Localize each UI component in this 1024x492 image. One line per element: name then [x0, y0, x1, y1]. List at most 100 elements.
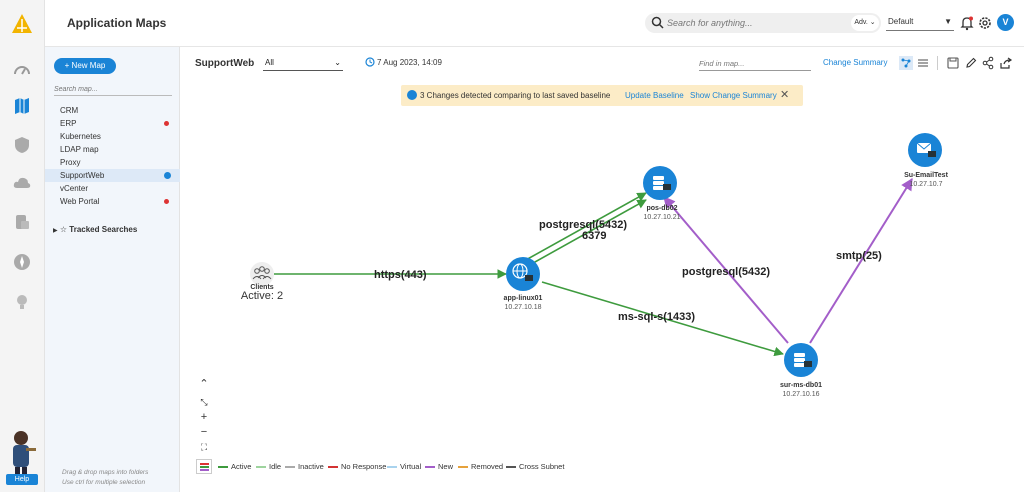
- update-baseline-link[interactable]: Update Baseline: [625, 91, 684, 100]
- settings-gear-icon[interactable]: [977, 15, 993, 31]
- share-icon[interactable]: [981, 56, 995, 70]
- edge-label: https(443): [374, 269, 427, 281]
- map-header: SupportWeb All ⌄ 7 Aug 2023, 14:09 Chang…: [180, 47, 1024, 79]
- legend-swatch: [506, 466, 516, 468]
- tracked-searches-toggle[interactable]: ▶ ☆ Tracked Searches: [53, 225, 137, 234]
- edge-label: ms-sql-s(1433): [618, 311, 695, 323]
- sidebar-map-item[interactable]: Kubernetes: [45, 130, 180, 143]
- legend-swatch: [387, 466, 397, 468]
- save-icon[interactable]: [946, 56, 960, 70]
- node-label: sur-ms-db01: [780, 382, 822, 389]
- profile-select-value: Default: [888, 17, 914, 26]
- node-label: pos-db02: [646, 205, 677, 212]
- node-pos-db02[interactable]: [643, 166, 677, 200]
- edge-app-pos-postgresql[interactable]: [523, 192, 647, 262]
- notification-bell-icon[interactable]: [959, 15, 975, 31]
- topology-view-icon[interactable]: [899, 56, 913, 70]
- map-timestamp[interactable]: 7 Aug 2023, 14:09: [365, 57, 442, 67]
- advanced-search-button[interactable]: Adv. ⌄: [851, 15, 879, 31]
- legend-label: Active: [231, 462, 252, 471]
- node-label: app-linux01: [504, 295, 543, 302]
- dashboard-gauge-icon[interactable]: [12, 60, 32, 80]
- node-clients[interactable]: [250, 262, 274, 286]
- banner-text: 3 Changes detected comparing to last sav…: [420, 91, 611, 100]
- cloud-icon[interactable]: [12, 173, 32, 193]
- legend-item[interactable]: New: [425, 462, 454, 471]
- list-view-icon[interactable]: [916, 56, 930, 70]
- sidebar-map-label: ERP: [60, 119, 77, 128]
- legend-item[interactable]: Active: [218, 462, 252, 471]
- help-assistant[interactable]: Help: [4, 428, 40, 488]
- new-map-button[interactable]: + New Map: [54, 58, 116, 74]
- sidebar-map-item[interactable]: ERP: [45, 117, 180, 130]
- legend-label: New: [438, 462, 454, 471]
- star-icon: ☆: [59, 225, 68, 234]
- top-bar: Application Maps Adv. ⌄ Default ▼ V: [45, 0, 1024, 47]
- edge-app-pos-6379[interactable]: [525, 199, 647, 268]
- edit-pencil-icon[interactable]: [964, 56, 978, 70]
- zoom-out-icon[interactable]: −: [200, 426, 208, 438]
- export-icon[interactable]: [999, 56, 1013, 70]
- change-summary-link[interactable]: Change Summary: [823, 58, 888, 67]
- zoom-in-icon[interactable]: +: [200, 411, 208, 423]
- sidebar-map-item[interactable]: Proxy: [45, 156, 180, 169]
- node-sublabel: Active: 2: [241, 290, 283, 302]
- fit-to-screen-icon[interactable]: ⤡: [200, 397, 208, 407]
- collapse-up-icon[interactable]: ⌃: [199, 378, 209, 390]
- sidebar-map-item[interactable]: vCenter: [45, 182, 180, 195]
- search-icon: [651, 16, 664, 29]
- global-search[interactable]: Adv. ⌄: [645, 13, 881, 33]
- node-ip: 10.27.10.16: [783, 391, 820, 398]
- node-sur-ms-db01[interactable]: [784, 343, 818, 377]
- fullscreen-icon[interactable]: ⛶: [200, 442, 208, 452]
- maps-icon[interactable]: [12, 96, 32, 116]
- show-change-summary-link[interactable]: Show Change Summary: [690, 91, 777, 100]
- close-icon[interactable]: ✕: [780, 89, 790, 101]
- legend-label: Idle: [269, 462, 282, 471]
- legend-item[interactable]: Cross Subnet: [506, 462, 564, 471]
- legend-item[interactable]: Inactive: [285, 462, 324, 471]
- drag-drop-hint: Drag & drop maps into folders Use ctrl f…: [62, 468, 172, 488]
- search-input[interactable]: [667, 15, 837, 31]
- edge-sur-email[interactable]: [809, 177, 913, 344]
- sidebar-map-item[interactable]: LDAP map: [45, 143, 180, 156]
- database-icon[interactable]: [12, 212, 32, 232]
- change-banner: 3 Changes detected comparing to last sav…: [401, 85, 803, 106]
- legend-toggle-icon[interactable]: [196, 459, 212, 474]
- user-avatar[interactable]: V: [997, 14, 1014, 31]
- shield-icon[interactable]: [12, 135, 32, 155]
- node-ip: 10.27.10.18: [505, 304, 542, 311]
- legend-item[interactable]: No Response: [328, 462, 386, 471]
- compass-icon[interactable]: [12, 252, 32, 272]
- legend-item[interactable]: Virtual: [387, 462, 421, 471]
- status-dot-icon: [164, 199, 169, 204]
- legend-swatch: [328, 466, 338, 468]
- sidebar-map-item[interactable]: SupportWeb: [45, 169, 180, 182]
- clock-icon: [365, 57, 375, 67]
- lightbulb-icon[interactable]: [12, 292, 32, 312]
- legend-swatch: [458, 466, 468, 468]
- page-title: Application Maps: [67, 16, 167, 30]
- edge-app-sur[interactable]: [541, 281, 784, 357]
- node-app-linux01[interactable]: [506, 257, 540, 291]
- profile-select[interactable]: Default ▼: [886, 15, 954, 31]
- map-canvas[interactable]: https(443) postgresql(5432) 6379 ms-sql-…: [180, 79, 1024, 459]
- legend-item[interactable]: Idle: [256, 462, 282, 471]
- map-filter-select[interactable]: All ⌄: [263, 57, 343, 71]
- legend-swatch: [285, 466, 295, 468]
- sidebar-map-label: vCenter: [60, 184, 89, 193]
- sidebar-map-label: LDAP map: [60, 145, 99, 154]
- help-label[interactable]: Help: [6, 474, 38, 485]
- sidebar-map-label: Web Portal: [60, 197, 100, 206]
- nav-rail: Help: [0, 0, 45, 492]
- app-logo-icon[interactable]: [11, 13, 33, 35]
- node-su-emailtest[interactable]: [908, 133, 942, 167]
- find-in-map-input[interactable]: [699, 57, 811, 71]
- sidebar-map-item[interactable]: CRM: [45, 104, 180, 117]
- edge-sur-pos[interactable]: [663, 196, 789, 344]
- legend-item[interactable]: Removed: [458, 462, 503, 471]
- sidebar-map-item[interactable]: Web Portal: [45, 195, 180, 208]
- map-search-input[interactable]: [54, 84, 172, 96]
- node-ip: 10.27.10.21: [644, 214, 681, 221]
